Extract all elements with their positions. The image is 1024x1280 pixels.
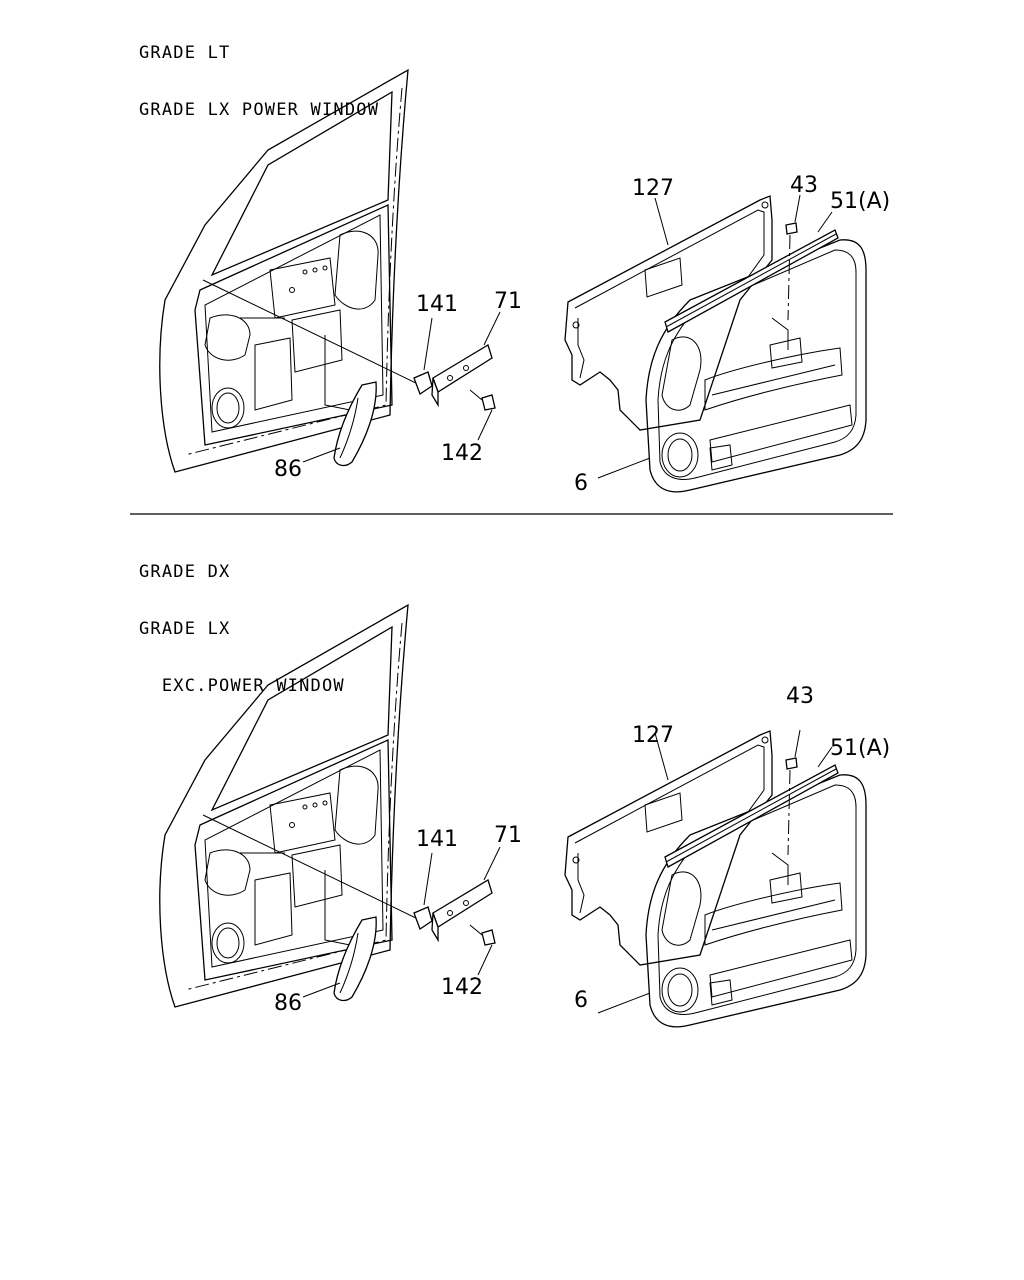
part-label-127: 127 [632, 176, 674, 201]
section-1-assembly [159, 69, 867, 493]
part-label-51a: 51(A) [830, 189, 890, 214]
part-label-71: 71 [494, 289, 522, 314]
part-label-86: 86 [274, 991, 302, 1016]
part-label-71: 71 [494, 823, 522, 848]
part-label-6: 6 [574, 471, 588, 496]
part-label-142: 142 [441, 441, 483, 466]
part-label-86: 86 [274, 457, 302, 482]
header-line: GRADE LX [139, 619, 231, 639]
header-line: GRADE LX POWER WINDOW [139, 100, 380, 120]
part-label-43: 43 [790, 173, 818, 198]
part-label-43: 43 [786, 684, 814, 709]
part-label-142: 142 [441, 975, 483, 1000]
header-line: GRADE LT [139, 43, 231, 63]
part-label-141: 141 [416, 292, 458, 317]
part-label-6: 6 [574, 988, 588, 1013]
section-2-header: GRADE DX GRADE LX EXC.POWER WINDOW [139, 525, 345, 734]
part-label-141: 141 [416, 827, 458, 852]
header-line: EXC.POWER WINDOW [139, 676, 345, 696]
part-label-51a: 51(A) [830, 736, 890, 761]
section-1-header: GRADE LT GRADE LX POWER WINDOW [139, 6, 379, 158]
section-2-assembly [159, 604, 867, 1028]
part-label-127: 127 [632, 723, 674, 748]
header-line: GRADE DX [139, 562, 231, 582]
